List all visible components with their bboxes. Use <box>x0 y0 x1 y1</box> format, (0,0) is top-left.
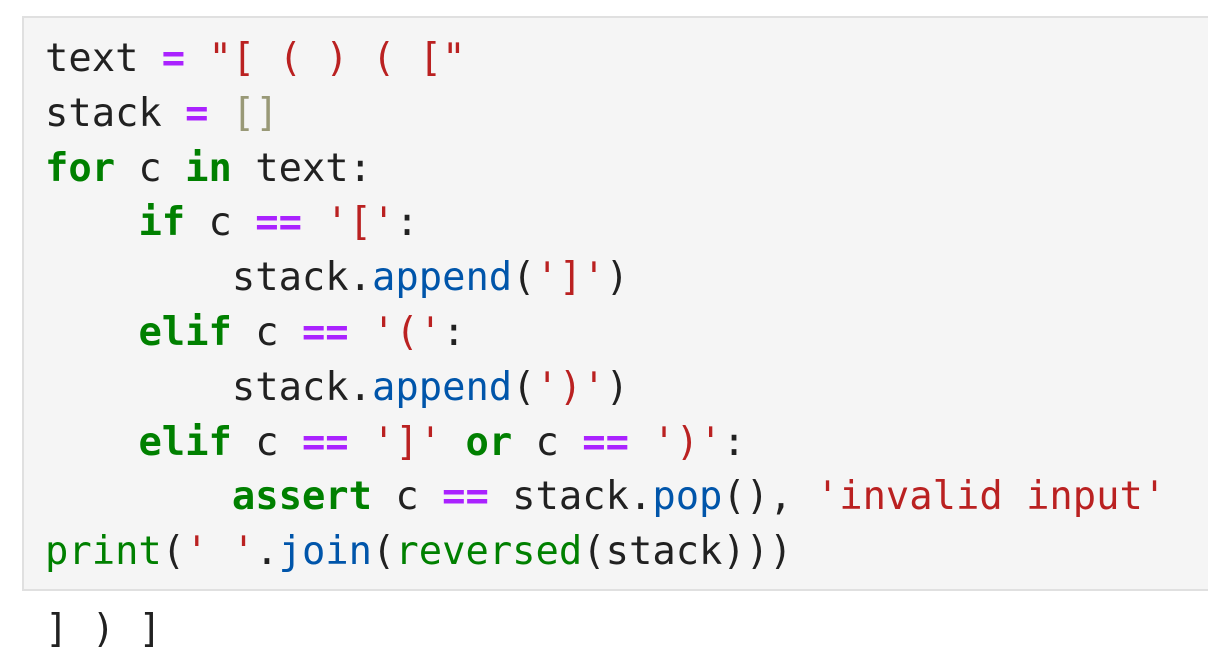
code-token <box>45 310 138 355</box>
code-token: in <box>185 145 232 191</box>
code-token <box>349 310 372 355</box>
code-line: text = "[ ( ) ( [" <box>45 32 1166 87</box>
code-token <box>209 91 232 136</box>
code-token: (), <box>722 474 816 520</box>
code-token <box>629 420 652 465</box>
code-token: stack. <box>488 474 653 520</box>
code-cell[interactable]: text = "[ ( ) ( ["stack = []for c in tex… <box>22 16 1208 591</box>
code-editor[interactable]: text = "[ ( ) ( ["stack = []for c in tex… <box>45 32 1166 580</box>
code-token <box>45 200 138 245</box>
code-line: print(' '.join(reversed(stack))) <box>45 525 1166 580</box>
code-token: ( <box>512 255 536 301</box>
code-line: stack.append(')') <box>45 361 1166 416</box>
code-token: reversed <box>395 529 583 575</box>
code-token: text: <box>231 145 373 191</box>
code-line: for c in text: <box>45 142 1166 197</box>
code-token: pop <box>652 474 723 520</box>
code-token <box>45 420 138 465</box>
code-token: assert <box>231 474 373 520</box>
code-token: for <box>45 145 116 191</box>
code-token: [] <box>231 90 279 136</box>
code-token: append <box>372 255 513 301</box>
code-token: == <box>255 200 302 246</box>
code-line: stack = [] <box>45 87 1166 142</box>
code-line: stack.append(']') <box>45 251 1166 306</box>
code-token: "[ ( ) ( [" <box>208 36 466 81</box>
code-token: ')' <box>535 364 606 410</box>
code-token: if <box>138 200 186 246</box>
code-token: = <box>161 36 186 81</box>
code-token: join <box>278 529 373 575</box>
code-line: elif c == ']' or c == ')': <box>45 416 1166 471</box>
code-token: c <box>512 419 583 465</box>
code-token: ( <box>161 529 186 575</box>
code-token: print <box>45 529 162 575</box>
cell-output: ] ) ] <box>45 607 162 652</box>
code-token: c <box>372 474 443 520</box>
code-token: 'invalid input' <box>815 474 1167 520</box>
code-token <box>349 420 372 465</box>
code-token: ' ' <box>185 529 256 575</box>
code-token: c <box>115 145 186 191</box>
code-token: : <box>395 200 419 246</box>
code-token: c <box>231 309 302 355</box>
code-line: if c == '[': <box>45 196 1166 251</box>
code-token: : <box>442 309 466 355</box>
code-token: stack <box>45 90 186 136</box>
code-token: ) <box>605 364 629 410</box>
code-token <box>302 200 325 245</box>
code-token: : <box>722 419 746 465</box>
code-token: ( <box>372 529 396 575</box>
code-token <box>442 420 465 465</box>
code-token: ']' <box>372 419 443 465</box>
code-token: (stack))) <box>582 529 793 575</box>
code-token: ')' <box>652 419 723 465</box>
code-token: == <box>582 419 629 465</box>
code-line: elif c == '(': <box>45 306 1166 361</box>
code-token: ) <box>605 255 629 301</box>
code-token: append <box>372 364 513 410</box>
code-token: text <box>45 36 162 81</box>
code-token: == <box>442 474 489 520</box>
code-token: stack. <box>45 255 373 301</box>
code-token: . <box>255 529 279 575</box>
code-line: assert c == stack.pop(), 'invalid input' <box>45 470 1166 525</box>
code-token <box>185 36 208 81</box>
code-token: '(' <box>372 309 443 355</box>
code-token: '[' <box>325 200 396 246</box>
code-token <box>45 474 232 519</box>
code-token: stack. <box>45 364 373 410</box>
code-token: or <box>465 419 513 465</box>
code-token: elif <box>138 309 232 355</box>
code-token: elif <box>138 419 232 465</box>
code-token: ( <box>512 364 536 410</box>
code-token: c <box>185 200 256 246</box>
code-token: == <box>301 309 349 355</box>
code-token: == <box>301 419 349 465</box>
code-token: ']' <box>535 255 606 301</box>
code-token: c <box>231 419 302 465</box>
code-token: = <box>185 90 209 136</box>
